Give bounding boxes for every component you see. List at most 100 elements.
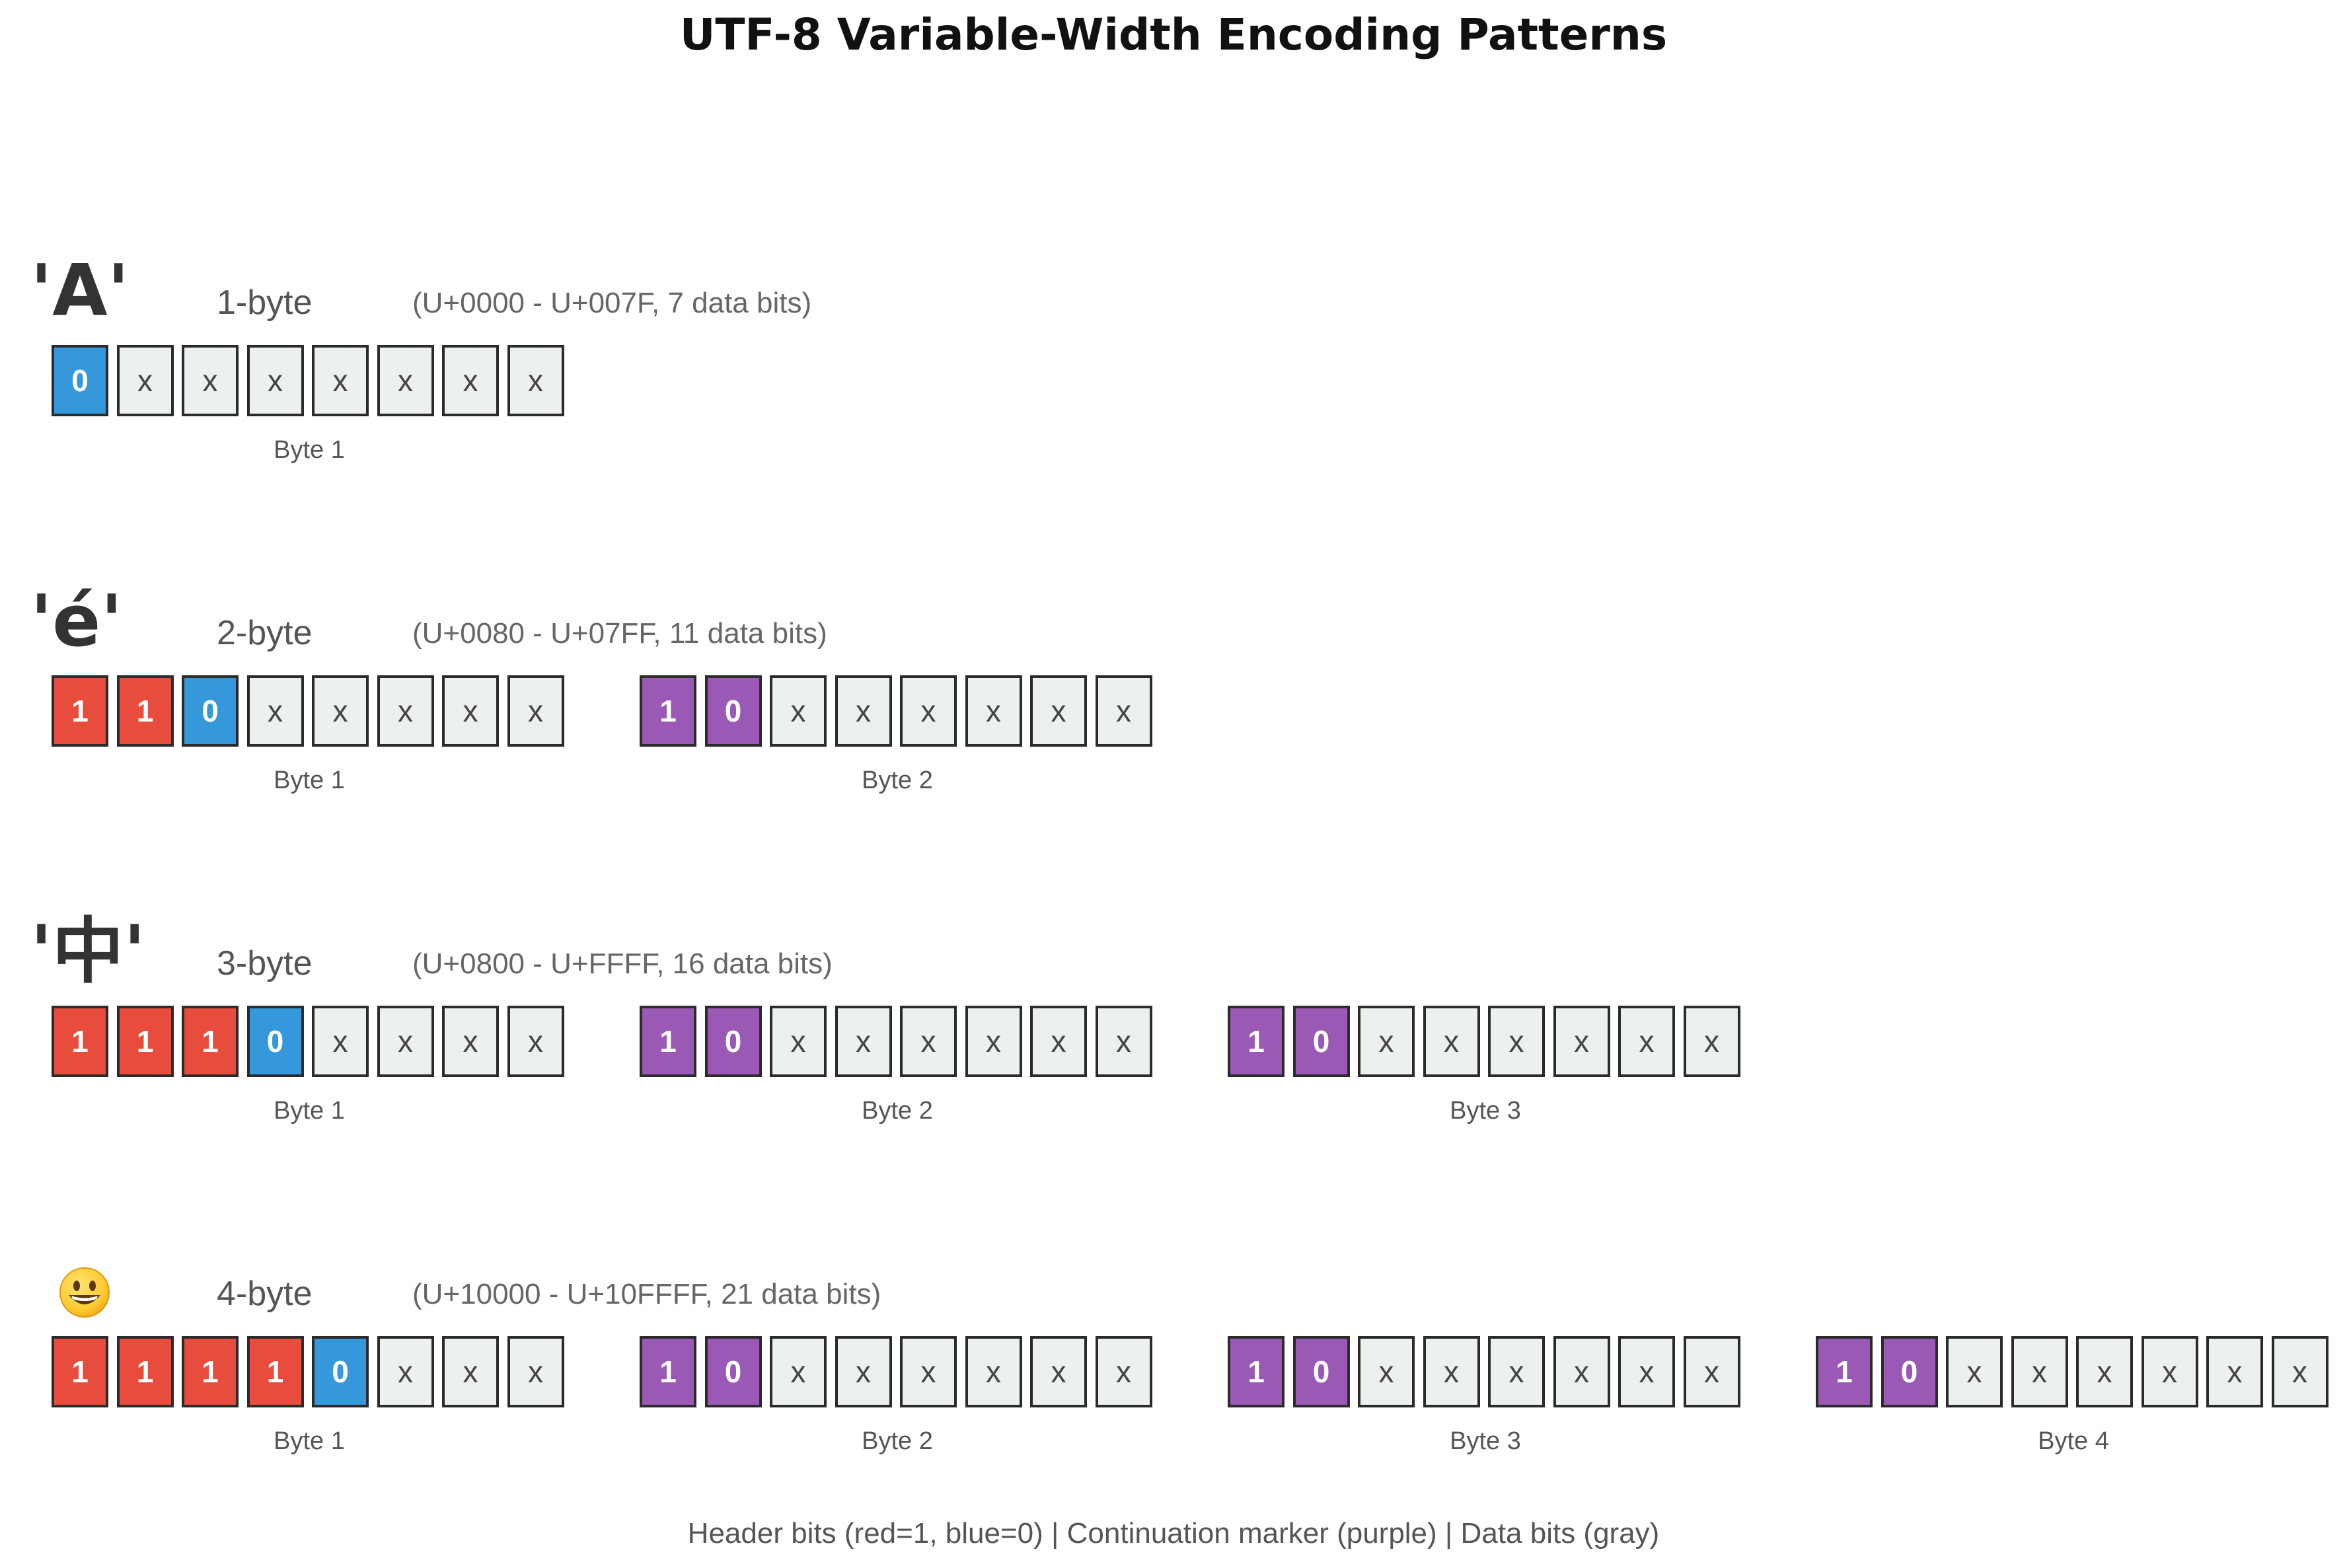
byte-count-label: 3-byte <box>217 944 313 983</box>
bit-cell-one: 1 <box>246 1336 304 1407</box>
bit-cell-data: x <box>442 1006 499 1077</box>
bit-cell-data: x <box>246 675 304 747</box>
bit-cell-data: x <box>770 1336 827 1407</box>
encoding-row-1-byte: 'A' 1-byte (U+0000 - U+007F, 7 data bits… <box>0 248 2347 500</box>
bit-cell-data: x <box>116 345 174 416</box>
byte-count-label: 2-byte <box>217 614 313 652</box>
bit-cell-data: x <box>2011 1336 2068 1407</box>
bit-cell-zero: 0 <box>312 1336 369 1407</box>
bit-cell-data: x <box>182 345 239 416</box>
grinning-face-emoji-icon <box>59 1267 110 1318</box>
bit-cell-cont: 1 <box>1228 1006 1285 1077</box>
bit-cell-cont: 0 <box>1292 1336 1350 1407</box>
byte-label: Byte 4 <box>2038 1427 2109 1455</box>
encoding-row-4-byte: 4-byte (U+10000 - U+10FFFF, 21 data bits… <box>0 1240 2347 1491</box>
byte-label: Byte 3 <box>1450 1427 1521 1455</box>
byte-label: Byte 1 <box>274 766 345 794</box>
bit-cell-zero: 0 <box>52 345 108 416</box>
bit-cell-data: x <box>442 675 499 747</box>
bit-cell-data: x <box>900 675 957 747</box>
bit-cell-cont: 0 <box>704 1006 762 1077</box>
bit-cell-data: x <box>1488 1006 1545 1077</box>
bit-cell-data: x <box>507 1006 564 1077</box>
bit-cell-data: x <box>900 1336 957 1407</box>
bit-cell-data: x <box>507 1336 564 1407</box>
bit-cell-data: x <box>1488 1336 1545 1407</box>
bit-cell-data: x <box>1423 1006 1480 1077</box>
bit-cell-data: x <box>312 675 369 747</box>
byte-count-label: 1-byte <box>217 283 313 322</box>
bit-cell-data: x <box>1553 1336 1610 1407</box>
byte-label: Byte 1 <box>274 1427 345 1455</box>
bit-cell-data: x <box>1030 1336 1087 1407</box>
legend-text: Header bits (red=1, blue=0) | Continuati… <box>687 1517 1660 1549</box>
bit-cell-one: 1 <box>182 1336 239 1407</box>
bit-cell-cont: 1 <box>1816 1336 1873 1407</box>
bit-cell-cont: 1 <box>1228 1336 1285 1407</box>
code-point-range: (U+10000 - U+10FFFF, 21 data bits) <box>412 1278 881 1310</box>
bit-cell-data: x <box>900 1006 957 1077</box>
bit-cell-data: x <box>1423 1336 1480 1407</box>
bit-cell-data: x <box>507 345 564 416</box>
bit-cell-data: x <box>1358 1006 1415 1077</box>
bit-cell-one: 1 <box>182 1006 239 1077</box>
bit-cell-data: x <box>507 675 564 747</box>
byte-label: Byte 2 <box>862 1427 933 1455</box>
bit-cell-data: x <box>442 345 499 416</box>
encoding-row-2-byte: 'é' 2-byte (U+0080 - U+07FF, 11 data bit… <box>0 579 2347 830</box>
bit-cell-data: x <box>312 345 369 416</box>
bit-cell-data: x <box>1095 1006 1152 1077</box>
bit-cell-cont: 1 <box>640 1006 696 1077</box>
bit-cell-data: x <box>770 1006 827 1077</box>
bit-cell-cont: 0 <box>704 1336 762 1407</box>
byte-label: Byte 2 <box>862 766 933 794</box>
bit-cell-data: x <box>1553 1006 1610 1077</box>
bit-cell-data: x <box>2271 1336 2328 1407</box>
bit-cell-cont: 1 <box>640 675 696 747</box>
bit-cell-data: x <box>1030 675 1087 747</box>
bit-cell-data: x <box>835 1336 892 1407</box>
bit-cell-data: x <box>1683 1336 1740 1407</box>
bit-cell-data: x <box>1618 1006 1675 1077</box>
bit-cell-data: x <box>2076 1336 2133 1407</box>
bit-cell-one: 1 <box>52 1336 108 1407</box>
bit-cell-data: x <box>2206 1336 2263 1407</box>
byte-label: Byte 2 <box>862 1097 933 1125</box>
bit-cell-data: x <box>377 1006 434 1077</box>
byte-label: Byte 3 <box>1450 1097 1521 1125</box>
example-character: 'A' <box>30 250 130 332</box>
bit-cell-data: x <box>377 1336 434 1407</box>
example-character: '中' <box>30 911 146 993</box>
bit-cell-cont: 1 <box>640 1336 696 1407</box>
bit-cell-data: x <box>442 1336 499 1407</box>
encoding-row-3-byte: '中' 3-byte (U+0800 - U+FFFF, 16 data bit… <box>0 909 2347 1160</box>
bit-cell-one: 1 <box>116 1336 174 1407</box>
bit-cell-data: x <box>965 675 1022 747</box>
bit-cell-data: x <box>1618 1336 1675 1407</box>
bit-cell-one: 1 <box>52 675 108 747</box>
bit-cell-data: x <box>835 675 892 747</box>
bit-cell-data: x <box>377 675 434 747</box>
bit-cell-data: x <box>835 1006 892 1077</box>
bit-cell-data: x <box>2141 1336 2198 1407</box>
bit-cell-one: 1 <box>52 1006 108 1077</box>
bit-cell-data: x <box>1095 675 1152 747</box>
bit-cell-zero: 0 <box>246 1006 304 1077</box>
code-point-range: (U+0800 - U+FFFF, 16 data bits) <box>412 948 833 980</box>
bit-cell-data: x <box>770 675 827 747</box>
example-character: 'é' <box>30 580 123 663</box>
code-point-range: (U+0000 - U+007F, 7 data bits) <box>412 287 812 319</box>
bit-cell-data: x <box>246 345 304 416</box>
bit-cell-zero: 0 <box>182 675 239 747</box>
bit-cell-data: x <box>312 1006 369 1077</box>
bit-cell-cont: 0 <box>1292 1006 1350 1077</box>
bit-cell-data: x <box>1683 1006 1740 1077</box>
bit-cell-data: x <box>1095 1336 1152 1407</box>
diagram-title: UTF-8 Variable-Width Encoding Patterns <box>679 9 1668 60</box>
bit-cell-data: x <box>1358 1336 1415 1407</box>
bit-cell-data: x <box>965 1006 1022 1077</box>
bit-cell-cont: 0 <box>1881 1336 1938 1407</box>
bit-cell-one: 1 <box>116 1006 174 1077</box>
byte-label: Byte 1 <box>274 1097 345 1125</box>
code-point-range: (U+0080 - U+07FF, 11 data bits) <box>412 617 827 650</box>
